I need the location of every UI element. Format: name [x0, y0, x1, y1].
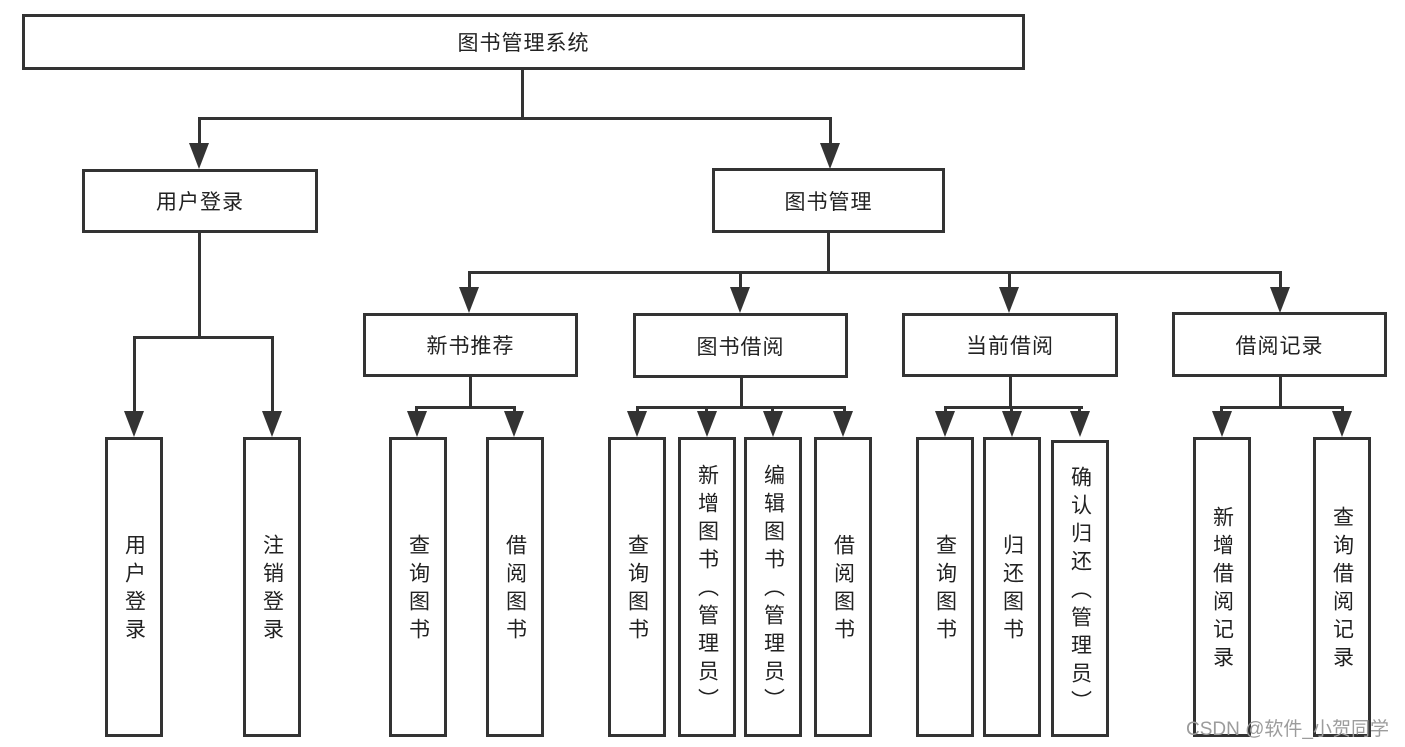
arrowhead-leaf — [1070, 411, 1090, 437]
connector-root-rail — [198, 117, 832, 120]
connector-user-login-rail — [133, 336, 274, 339]
connector-new-book-rail — [415, 406, 516, 409]
connector-drop-logout-leaf — [271, 336, 274, 414]
arrowhead-book-management — [820, 143, 840, 169]
connector-drop-book-borrow — [739, 271, 742, 291]
node-current-borrow: 当前借阅 — [902, 313, 1118, 377]
leaf-query-borrow-record: 查询借阅记录 — [1313, 437, 1371, 737]
connector-current-borrow-rail — [944, 406, 1083, 409]
node-user-login: 用户登录 — [82, 169, 318, 233]
leaf-borrow-book-recommend: 借阅图书 — [486, 437, 544, 737]
connector-level3-rail — [468, 271, 1282, 274]
node-new-book-recommend: 新书推荐 — [363, 313, 578, 377]
leaf-borrow-book: 借阅图书 — [814, 437, 872, 737]
leaf-query-book-recommend: 查询图书 — [389, 437, 447, 737]
arrowhead-leaf — [1002, 411, 1022, 437]
node-book-management: 图书管理 — [712, 168, 945, 233]
leaf-add-book-admin: 新增图书（管理员） — [678, 437, 736, 737]
arrowhead-leaf — [697, 411, 717, 437]
arrowhead-logout-leaf — [262, 411, 282, 437]
leaf-add-borrow-record: 新增借阅记录 — [1193, 437, 1251, 737]
arrowhead-leaf — [407, 411, 427, 437]
connector-stub — [1220, 406, 1223, 414]
connector-drop-user-login — [198, 117, 201, 145]
connector-root-stem — [521, 68, 524, 118]
connector-stub — [705, 406, 708, 414]
connector-book-management-stem — [827, 233, 830, 274]
node-borrow-records: 借阅记录 — [1172, 312, 1387, 377]
arrowhead-user-login — [189, 143, 209, 169]
connector-borrow-records-stem — [1279, 377, 1282, 409]
connector-drop-borrow-records — [1279, 271, 1282, 291]
connector-current-borrow-stem — [1009, 377, 1012, 409]
connector-stub — [636, 406, 639, 414]
arrowhead-leaf — [504, 411, 524, 437]
connector-stub — [415, 406, 418, 414]
connector-stub — [944, 406, 947, 414]
connector-drop-new-book — [468, 271, 471, 291]
connector-stub — [1010, 406, 1013, 414]
arrowhead-borrow-records — [1270, 287, 1290, 313]
leaf-query-book-borrow: 查询图书 — [608, 437, 666, 737]
connector-stub — [513, 406, 516, 414]
connector-book-borrow-rail — [636, 406, 846, 409]
leaf-query-book-current: 查询图书 — [916, 437, 974, 737]
connector-stub — [771, 406, 774, 414]
node-library-management-system: 图书管理系统 — [22, 14, 1025, 70]
arrowhead-leaf — [627, 411, 647, 437]
leaf-logout: 注销登录 — [243, 437, 301, 737]
connector-stub — [1078, 406, 1081, 414]
connector-drop-book-management — [829, 117, 832, 145]
arrowhead-leaf — [1212, 411, 1232, 437]
node-book-borrow: 图书借阅 — [633, 313, 848, 378]
connector-user-login-stem — [198, 233, 201, 339]
leaf-confirm-return-admin: 确认归还（管理员） — [1051, 440, 1109, 737]
leaf-edit-book-admin: 编辑图书（管理员） — [744, 437, 802, 737]
arrowhead-login-leaf — [124, 411, 144, 437]
arrowhead-current-borrow — [999, 287, 1019, 313]
connector-book-borrow-stem — [740, 378, 743, 409]
arrowhead-leaf — [763, 411, 783, 437]
connector-stub — [1341, 406, 1344, 414]
arrowhead-leaf — [1332, 411, 1352, 437]
arrowhead-leaf — [935, 411, 955, 437]
csdn-watermark: CSDN @软件_小贺同学 — [1186, 719, 1389, 740]
leaf-user-login: 用户登录 — [105, 437, 163, 737]
connector-new-book-stem — [469, 377, 472, 409]
connector-stub — [843, 406, 846, 414]
connector-borrow-records-rail — [1220, 406, 1344, 409]
arrowhead-book-borrow — [730, 287, 750, 313]
connector-drop-current-borrow — [1008, 271, 1011, 291]
leaf-return-book: 归还图书 — [983, 437, 1041, 737]
arrowhead-new-book — [459, 287, 479, 313]
connector-drop-login-leaf — [133, 336, 136, 414]
arrowhead-leaf — [833, 411, 853, 437]
